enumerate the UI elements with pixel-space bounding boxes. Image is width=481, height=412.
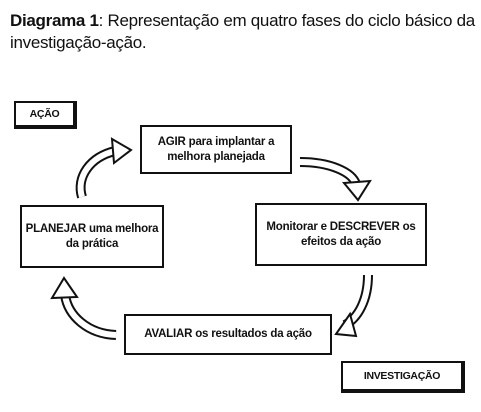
tag-acao-label: AÇÃO xyxy=(29,108,60,120)
caption-text: : Representação em quatro fases do ciclo… xyxy=(10,11,475,52)
phase-avaliar: AVALIAR os resultados da ação xyxy=(124,314,332,355)
diagram-caption: Diagrama 1: Representação em quatro fase… xyxy=(10,10,475,54)
tag-investigacao: INVESTIGAÇÃO xyxy=(341,361,465,393)
arrow-monitorar-to-avaliar xyxy=(334,274,373,338)
phase-agir: AGIR para implantar a melhora planejada xyxy=(140,125,292,174)
tag-acao: AÇÃO xyxy=(14,101,77,129)
phase-avaliar-label: AVALIAR os resultados da ação xyxy=(144,328,312,340)
tag-investigacao-label: INVESTIGAÇÃO xyxy=(363,370,441,382)
arrow-agir-to-monitorar xyxy=(299,157,372,202)
caption-label: Diagrama 1 xyxy=(10,11,99,30)
phase-agir-label: AGIR para implantar a melhora planejada xyxy=(157,135,275,163)
phase-planejar: PLANEJAR uma melhora da prática xyxy=(20,205,164,268)
phase-planejar-label: PLANEJAR uma melhora da prática xyxy=(25,222,159,250)
phase-monitorar: Monitorar e DESCREVER os efeitos da ação xyxy=(255,203,427,266)
arrow-planejar-to-agir xyxy=(75,137,133,199)
phase-monitorar-label: Monitorar e DESCREVER os efeitos da ação xyxy=(266,220,416,248)
arrow-avaliar-to-planejar xyxy=(50,276,117,340)
